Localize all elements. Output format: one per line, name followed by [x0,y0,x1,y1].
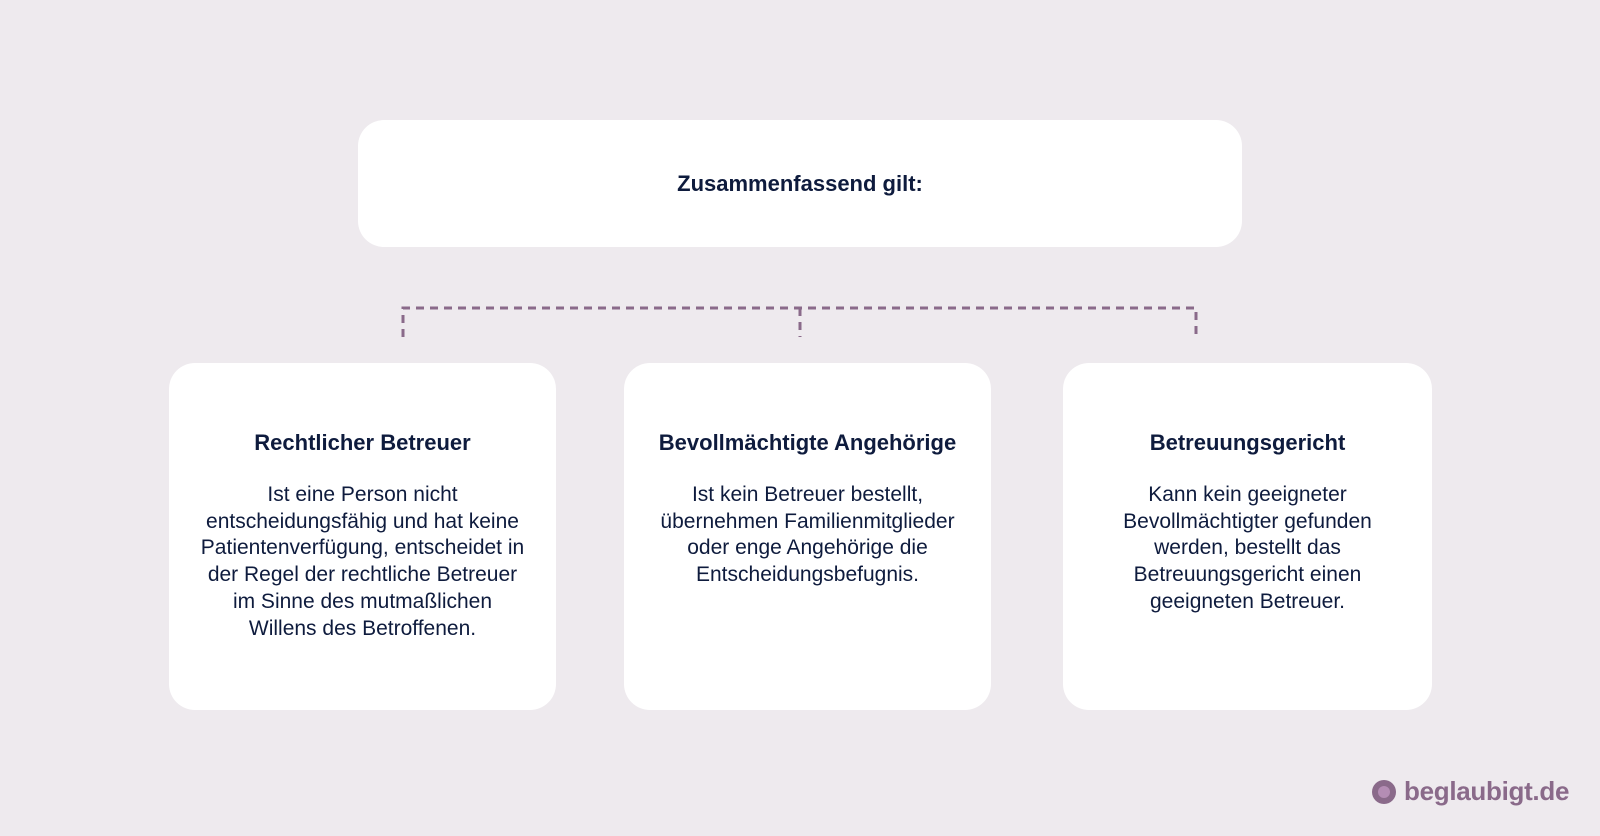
card-title: Betreuungsgericht [1149,430,1346,455]
summary-box: Zusammenfassend gilt: [358,120,1242,247]
card-text: Kann kein geeigneter Bevollmächtigter ge… [1123,483,1372,613]
card-guardianship-court: Betreuungsgericht Kann kein geeigneter B… [1063,363,1432,710]
brand-logo[interactable]: beglaubigt.de [1372,776,1569,807]
card-legal-guardian: Rechtlicher Betreuer Ist eine Person nic… [169,363,556,710]
card-authorized-relatives: Bevollmächtigte Angehörige Ist kein Betr… [624,363,991,710]
card-text: Ist eine Person nicht entscheidungsfähig… [200,483,525,640]
connector-horizontal-line [401,306,1198,337]
card-title: Rechtlicher Betreuer [254,430,471,455]
card-title: Bevollmächtigte Angehörige [658,430,957,455]
brand-name: beglaubigt.de [1404,776,1570,806]
card-text: Ist kein Betreuer bestellt, übernehmen F… [660,483,955,587]
circle-logo-icon [1372,779,1396,804]
summary-title: Zusammenfassend gilt: [677,170,923,196]
